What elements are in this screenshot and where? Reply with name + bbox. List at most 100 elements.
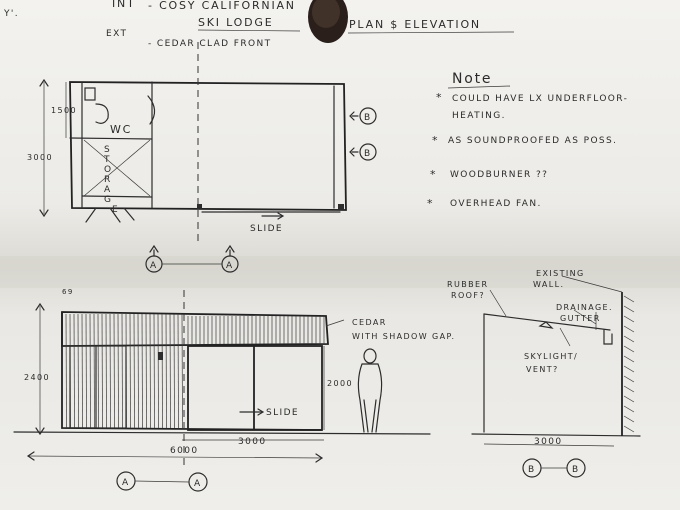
cladding-board (133, 313, 135, 429)
storage-diag-2 (83, 139, 151, 197)
note-1-line2: HEATING. (452, 111, 506, 121)
section-width-line (483, 443, 615, 447)
storage-doors (85, 207, 135, 223)
figure-head (363, 348, 377, 364)
cladding-board (101, 313, 103, 429)
plan-slide-arrowhead (277, 212, 285, 220)
cladding-board (89, 313, 91, 429)
plan-section-a-left-label: A (150, 261, 158, 271)
storage-letter-5: A (104, 185, 112, 195)
existing-wall-2: WALL. (533, 280, 564, 289)
cladding-board (141, 313, 143, 429)
title-underline (347, 31, 515, 34)
ground-line (13, 431, 431, 435)
dim-total-arrows (26, 451, 324, 463)
cladding-board (181, 313, 183, 429)
header-underline-1 (197, 29, 301, 32)
note-heading: Note (452, 71, 492, 87)
storage-front (81, 195, 153, 198)
cladding-board (117, 313, 119, 429)
sliding-door-frame (187, 345, 323, 431)
plan-section-a-right-label: A (226, 261, 234, 271)
cladding-board (145, 313, 147, 429)
floor-plan (39, 42, 347, 245)
cladding-board (149, 313, 151, 429)
total-width-label: 6000 (170, 446, 199, 456)
plan-section-a-left-arrow (149, 244, 159, 257)
cladding-board (129, 313, 131, 429)
existing-wall-1: EXISTING (536, 269, 585, 278)
cladding-board (161, 313, 163, 429)
cladding-board (157, 313, 159, 429)
thumb-highlight (312, 0, 340, 28)
note-2-line1: AS SOUNDPROOFED AS POSS. (448, 136, 617, 146)
cladding-board (77, 313, 79, 429)
storage-letter-6: G (104, 195, 112, 205)
wc-basin (84, 87, 96, 101)
elev-section-a-left-label: A (122, 478, 130, 488)
skylight (538, 321, 554, 329)
scale-figure (357, 348, 383, 433)
cladding-board (165, 313, 167, 429)
mid-post (197, 204, 202, 209)
wc-label: WC (110, 123, 132, 136)
section-b-left-label: B (528, 465, 536, 475)
existing-wall-hatch (623, 295, 635, 433)
cladding-board (153, 313, 155, 429)
note-1-line1: COULD HAVE LX UNDERFLOOR- (452, 94, 628, 104)
cladding-board (137, 313, 139, 429)
plan-section-b-top (359, 107, 377, 125)
cladding-board (109, 313, 111, 429)
header-line2: SKI LODGE (198, 16, 273, 29)
front-elevation (13, 290, 431, 470)
wc-toilet (95, 103, 109, 124)
note-3-bullet: * (430, 168, 437, 181)
corner-mark: Y'. (3, 9, 19, 19)
plan-section-b-bottom (359, 143, 377, 161)
plan-section-b-bottom-arrow (349, 147, 359, 157)
corner-post (338, 204, 344, 210)
skylight-2: VENT? (526, 365, 559, 374)
wc-door-swing (147, 95, 156, 125)
section-ground (471, 433, 641, 437)
paper-shadow (0, 256, 680, 288)
cladding-board (177, 313, 179, 429)
note-4-line1: OVERHEAD FAN. (450, 199, 542, 209)
cedar-cladding (65, 313, 325, 429)
wc-partition (69, 137, 153, 140)
drainage-1: DRAINAGE. (556, 303, 613, 312)
elev-section-a-right-label: A (194, 479, 202, 489)
cladding-board (85, 313, 87, 429)
elev-section-a-link (134, 480, 190, 483)
storage-letter-1: S (104, 145, 111, 155)
note-4-bullet: * (427, 197, 434, 210)
elevation-angle-label: 69 (62, 288, 74, 296)
header-line1: - COSY CALIFORNIAN (148, 0, 296, 12)
figure-body (357, 363, 383, 433)
section-b-right-label: B (572, 465, 580, 475)
cladding-board (121, 313, 123, 429)
side-section (471, 275, 641, 447)
cedar-leader (325, 319, 345, 327)
cedar-label-2: WITH SHADOW GAP. (352, 332, 455, 341)
cedar-label-1: CEDAR (352, 318, 387, 327)
cladding-board (173, 313, 175, 429)
small-vent (158, 352, 163, 360)
note-2-bullet: * (432, 134, 439, 147)
ext-value: - CEDAR CLAD FRONT (148, 39, 272, 49)
opening-width-label: 3000 (238, 437, 267, 447)
rubber-roof-1: RUBBER (447, 280, 488, 289)
dim-arrows-total (39, 78, 49, 218)
dim-wc-label: 1500 (51, 106, 77, 115)
storage-letter-7: E (112, 205, 119, 215)
gutter (603, 329, 613, 345)
rubber-roof-2: ROOF? (451, 291, 485, 300)
plan-section-b-top-arrow (349, 111, 359, 121)
section-width-label: 3000 (534, 437, 563, 447)
cladding-board (93, 313, 95, 429)
door-height-label: 2000 (327, 379, 353, 388)
cladding-board (65, 313, 67, 429)
plan-section-b-top-label: B (364, 113, 372, 123)
